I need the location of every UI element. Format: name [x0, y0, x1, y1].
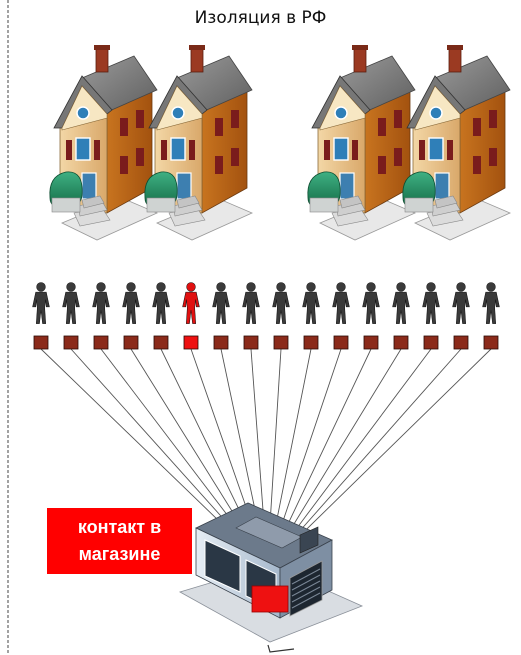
person — [62, 281, 80, 325]
person-marker — [333, 335, 349, 350]
house-1 — [49, 44, 158, 241]
person — [212, 281, 230, 325]
person — [32, 281, 50, 325]
person-marker — [483, 335, 499, 350]
person-marker — [153, 335, 169, 350]
person — [392, 281, 410, 325]
diagram-title: Изоляция в РФ — [194, 8, 327, 28]
house-4 — [402, 44, 511, 241]
person-marker — [393, 335, 409, 350]
person — [122, 281, 140, 325]
person — [332, 281, 350, 325]
person — [272, 281, 290, 325]
people-row — [32, 281, 500, 350]
person — [152, 281, 170, 325]
person-marker — [213, 335, 229, 350]
person — [362, 281, 380, 325]
person-marker — [303, 335, 319, 350]
person-marker — [33, 335, 49, 350]
person-marker — [273, 335, 289, 350]
houses-group — [49, 44, 511, 241]
contact-line — [278, 348, 492, 557]
person — [482, 281, 500, 325]
house-2 — [144, 44, 253, 241]
person-marker — [93, 335, 109, 350]
person — [242, 281, 260, 325]
house-3 — [307, 44, 416, 241]
contact-line — [274, 348, 402, 557]
person — [422, 281, 440, 325]
contact-line — [277, 348, 462, 557]
person-marker — [123, 335, 139, 350]
person-marker — [363, 335, 379, 350]
person-marker — [63, 335, 79, 350]
shop-marker — [251, 585, 289, 613]
person-marker — [423, 335, 439, 350]
contact-label: контакт в магазине — [47, 508, 192, 574]
person — [92, 281, 110, 325]
person-marker — [453, 335, 469, 350]
person-marker — [183, 335, 199, 350]
shop-building — [178, 502, 364, 653]
person — [302, 281, 320, 325]
person-marker — [243, 335, 259, 350]
contact-line — [275, 348, 432, 557]
person — [452, 281, 470, 325]
person-infected — [182, 281, 200, 325]
